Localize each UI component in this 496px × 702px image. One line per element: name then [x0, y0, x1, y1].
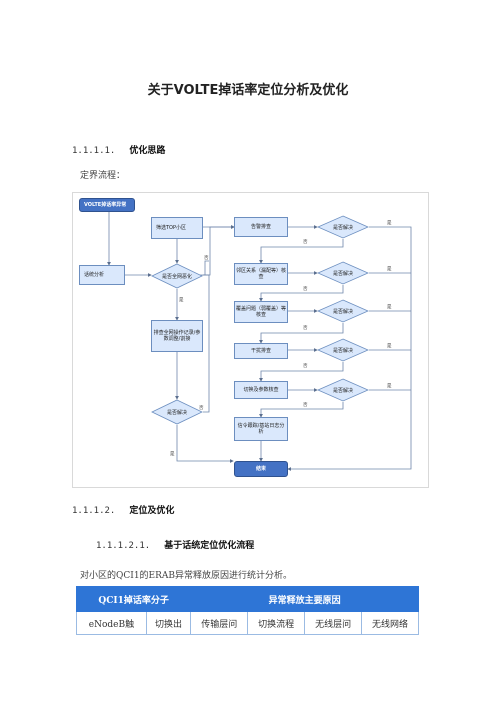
table-cell: 无线层问 [304, 611, 363, 635]
flow-alarm-check: 告警排查 [234, 217, 288, 237]
flow-label-yes-4: 是 [387, 267, 392, 272]
flowchart-connectors [107, 211, 412, 471]
table-cell: 切换出 [145, 611, 192, 635]
flow-is-all-net-label: 是否全网恶化 [161, 274, 192, 280]
flow-resolved-diamond-1 [317, 215, 369, 239]
flow-check-global: 排查全网操作记录/参数调整/割接 [151, 320, 203, 352]
table-header-main-causes: 异常释放主要原因 [190, 586, 419, 612]
flow-resolved-label-4: 是否解决 [332, 348, 353, 354]
flow-label-no-6: 否 [303, 364, 308, 369]
flow-label-yes-5: 是 [387, 305, 392, 310]
flow-interference-check: 干扰排查 [234, 343, 288, 359]
heading-locate-optimize: 1.1.1.2. 定位及优化 [72, 503, 174, 516]
heading-text: 优化思路 [129, 146, 166, 156]
heading-text: 基于话统定位优化流程 [164, 541, 255, 551]
paragraph-erab-analysis: 对小区的QCI1的ERAB异常释放原因进行统计分析。 [80, 571, 293, 581]
heading-huatong-flow: 1.1.1.2.1. 基于话统定位优化流程 [96, 538, 254, 551]
table-header-row: QCI1掉话率分子 异常释放主要原因 [75, 586, 419, 612]
flow-signaling-trace: 信令跟踪/基站日志分析 [234, 417, 288, 441]
flow-label-no-7: 否 [303, 403, 308, 408]
flow-label-no-4: 否 [303, 287, 308, 292]
flow-label-yes-3: 是 [387, 221, 392, 226]
flow-resolved-diamond-2 [317, 261, 369, 285]
flow-resolved-label-2: 是否解决 [332, 271, 353, 277]
flow-end: 结束 [234, 461, 288, 477]
flow-label-yes-7: 是 [387, 384, 392, 389]
qci1-drop-table: QCI1掉话率分子 异常释放主要原因 eNodeB触 切换出 传输层问 切换流程… [75, 586, 419, 635]
document-title: 关于VOLTE掉话率定位分析及优化 [147, 83, 349, 98]
flow-huatong-analysis: 话统分析 [79, 265, 125, 285]
flow-resolved-label-3: 是否解决 [332, 309, 353, 315]
table-cell: eNodeB触 [76, 611, 147, 635]
table-cell: 无线网络 [361, 611, 419, 635]
flow-label-yes-1: 是 [179, 298, 184, 303]
flow-top-cells: 筛选TOP小区 [151, 217, 203, 239]
flowchart: VOLTE掉话率异常 话统分析 筛选TOP小区 是否全网恶化 排查全网操作记录/… [72, 192, 429, 488]
flow-is-all-net-diamond [151, 263, 203, 289]
flow-resolved-label-1: 是否解决 [332, 225, 353, 231]
flow-label-no-3: 否 [303, 240, 308, 245]
flow-handover-check: 切换及参数核查 [234, 381, 288, 399]
flow-start: VOLTE掉话率异常 [79, 198, 135, 212]
flow-resolved-left-label: 是否解决 [166, 410, 187, 416]
heading-optimization-approach: 1.1.1.1. 优化思路 [72, 143, 165, 156]
flow-resolved-label-5: 是否解决 [332, 388, 353, 394]
flow-label-no-5: 否 [303, 326, 308, 331]
flow-neighbor-check: 邻区关系（漏配等）核查 [234, 263, 288, 285]
heading-number: 1.1.1.2. [72, 506, 116, 516]
flow-resolved-left-diamond [151, 399, 203, 425]
paragraph-delimit-process: 定界流程： [80, 171, 126, 181]
table-row: eNodeB触 切换出 传输层问 切换流程 无线层问 无线网络 [76, 611, 419, 635]
flow-label-no-1: 否 [204, 256, 209, 261]
flow-resolved-diamond-5 [317, 378, 369, 402]
flow-label-no-2: 否 [199, 406, 204, 411]
flow-coverage-check: 覆盖问题（弱覆盖）等核查 [234, 301, 288, 323]
heading-number: 1.1.1.1. [72, 146, 116, 156]
flow-resolved-diamond-3 [317, 299, 369, 323]
flow-resolved-diamond-4 [317, 338, 369, 362]
flow-label-yes-2: 是 [170, 452, 175, 457]
table-cell: 切换流程 [247, 611, 306, 635]
table-cell: 传输层问 [190, 611, 249, 635]
heading-text: 定位及优化 [129, 506, 175, 516]
flow-label-yes-6: 是 [387, 344, 392, 349]
heading-number: 1.1.1.2.1. [96, 541, 151, 551]
table-header-numerator: QCI1掉话率分子 [75, 586, 192, 612]
